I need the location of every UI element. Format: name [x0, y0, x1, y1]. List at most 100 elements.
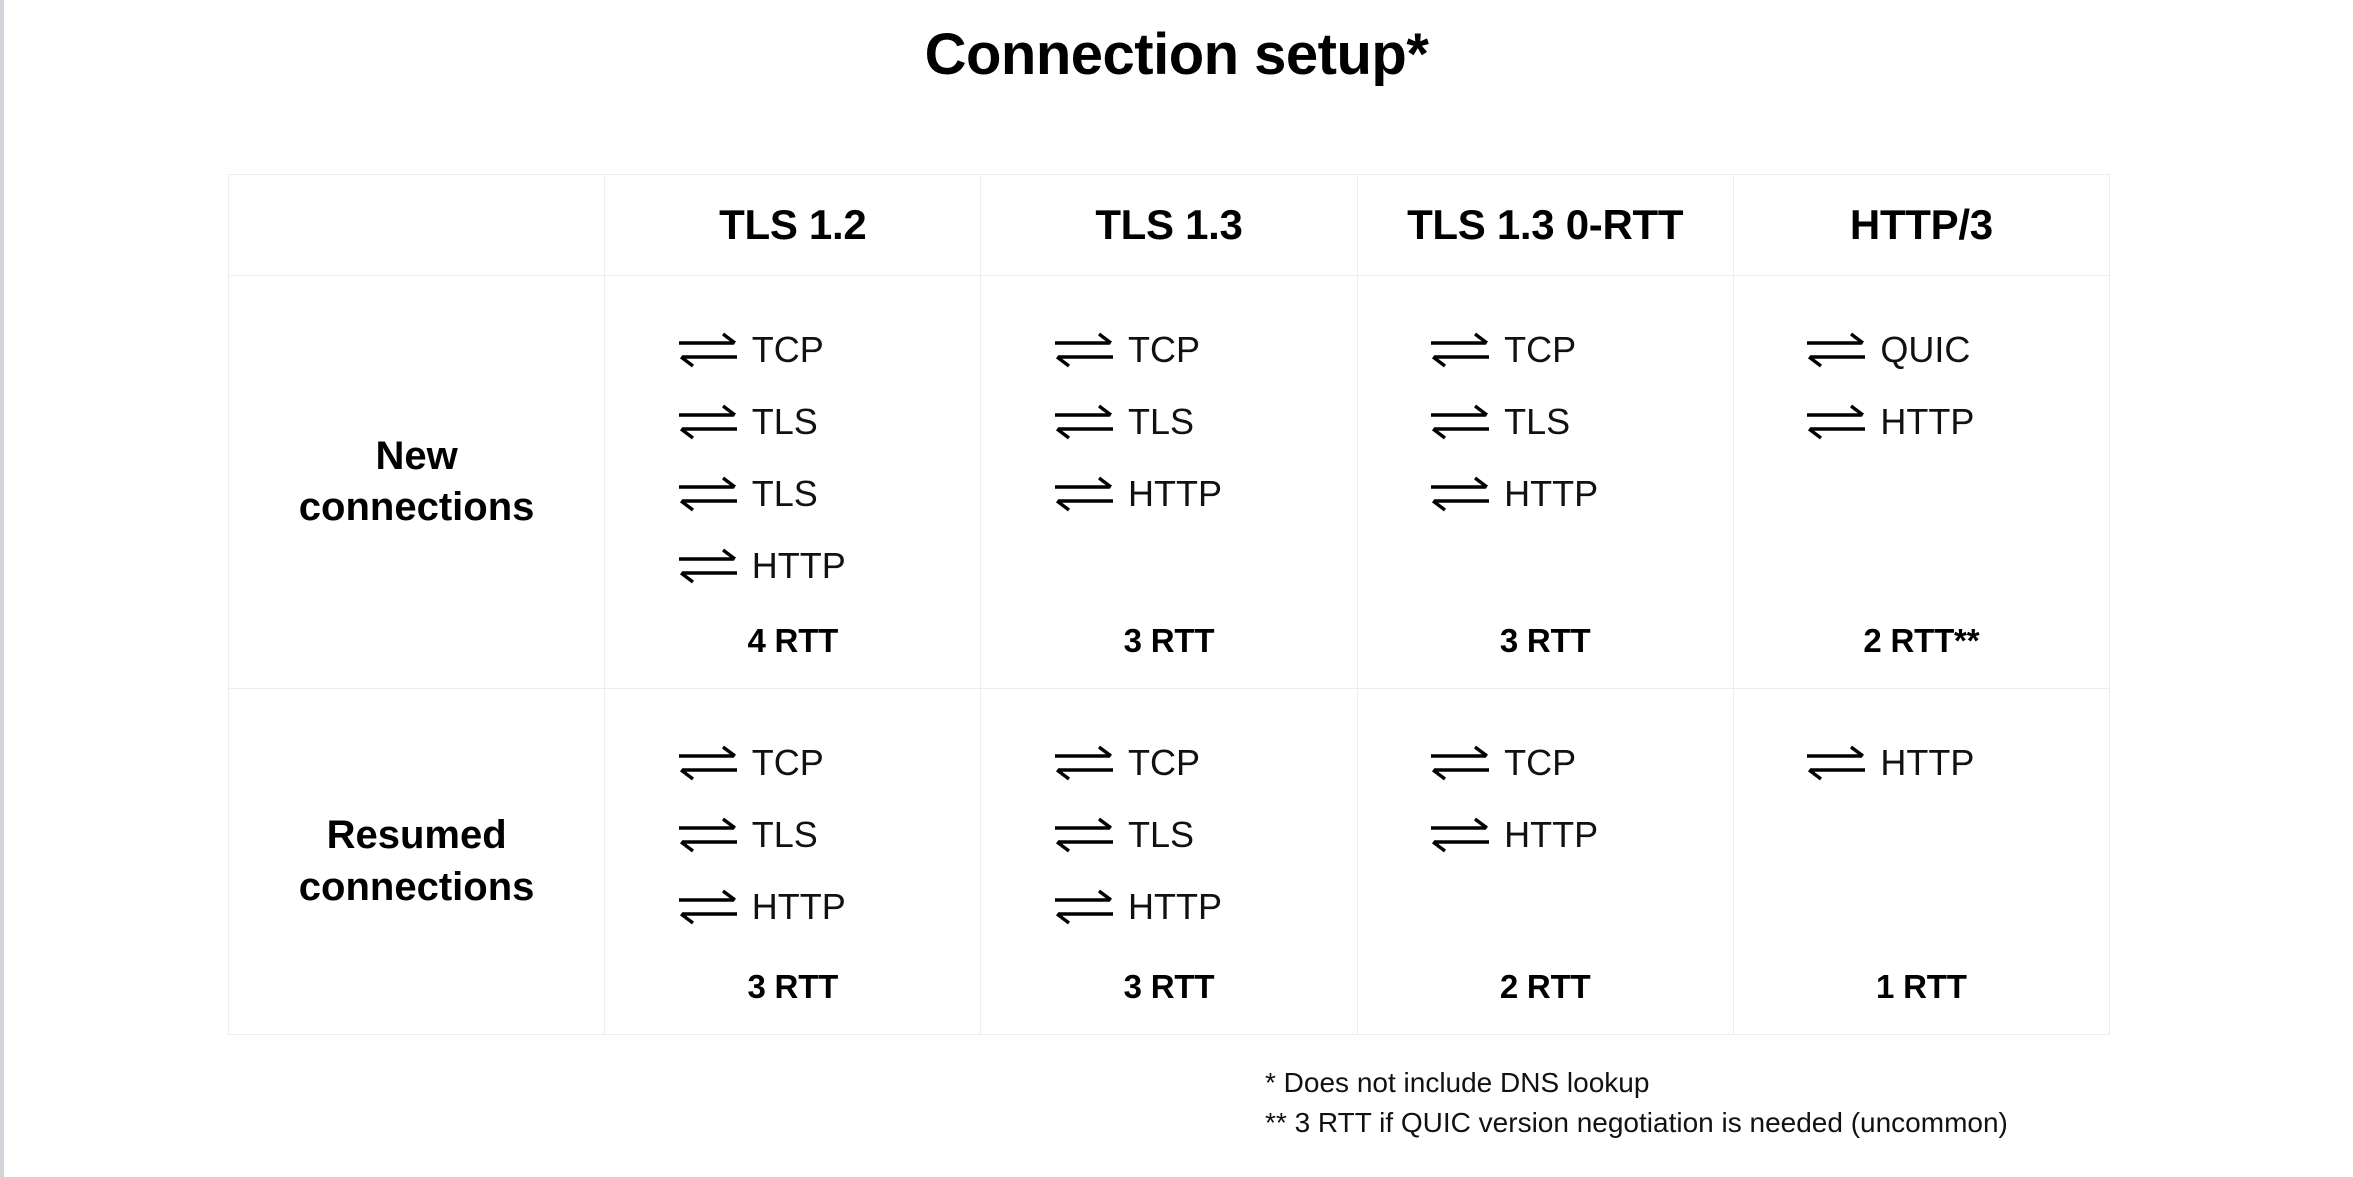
bidirectional-arrows-icon [678, 474, 738, 514]
connection-setup-table: TLS 1.2 TLS 1.3 TLS 1.3 0-RTT HTTP/3 New… [227, 174, 2111, 1035]
column-header-label: TLS 1.3 [1095, 201, 1243, 248]
bidirectional-arrows-icon [1430, 815, 1490, 855]
cell-resumed-http3: HTTP 1 RTT [1732, 688, 2111, 1035]
bidirectional-arrows-icon [1054, 402, 1114, 442]
protocol-step: TCP [1054, 314, 1284, 386]
protocol-step-label: HTTP [1127, 886, 1222, 927]
bidirectional-arrows-icon [1054, 743, 1114, 783]
protocol-step-label: QUIC [1880, 329, 1971, 370]
column-header-label: TLS 1.3 0-RTT [1407, 201, 1684, 248]
rtt-total: 1 RTT [1876, 968, 1967, 1005]
rtt-total: 3 RTT [1123, 622, 1215, 659]
bidirectional-arrows-icon [1054, 330, 1114, 370]
footnote-dns-lookup: * Does not include DNS lookup [1265, 1067, 1650, 1098]
bidirectional-arrows-icon [678, 402, 738, 442]
column-header-tls13-0rtt: TLS 1.3 0-RTT [1356, 174, 1734, 276]
protocol-step-label: TCP [751, 742, 824, 783]
cell-resumed-tls13: TCP TLS HTTP 3 RTT [980, 688, 1358, 1035]
row-header-label-line2: connections [298, 864, 535, 909]
protocol-step: HTTP [1430, 799, 1660, 871]
protocol-step: TLS [1430, 386, 1660, 458]
bidirectional-arrows-icon [678, 887, 738, 927]
protocol-step-label: TLS [751, 473, 818, 514]
protocol-step-list: TCP TLS HTTP [981, 689, 1356, 1034]
protocol-step-label: TLS [1127, 401, 1194, 442]
protocol-step: QUIC [1806, 314, 2036, 386]
bidirectional-arrows-icon [1054, 815, 1114, 855]
protocol-step-list: TCP TLS HTTP [605, 689, 980, 1034]
protocol-step: HTTP [678, 530, 908, 602]
cell-new-tls13: TCP TLS HTTP 3 RTT [980, 275, 1358, 689]
cell-new-http3: QUIC HTTP 2 RTT** [1732, 275, 2111, 689]
row-header-label-line2: connections [298, 485, 535, 529]
column-header-tls13: TLS 1.3 [980, 174, 1358, 276]
rtt-total: 3 RTT [1123, 968, 1215, 1005]
protocol-step: TCP [1430, 314, 1660, 386]
protocol-step: HTTP [1806, 727, 2036, 799]
column-header-label: HTTP/3 [1849, 201, 1993, 248]
footnote-quic-version-negotiation: ** 3 RTT if QUIC version negotiation is … [1265, 1106, 2008, 1138]
bidirectional-arrows-icon [1430, 330, 1490, 370]
protocol-step-list: TCP HTTP [1358, 689, 1733, 1034]
cell-new-tls13-0rtt: TCP TLS HTTP 3 RTT [1356, 275, 1734, 689]
protocol-step: HTTP [1054, 871, 1284, 943]
protocol-step-list: HTTP [1734, 689, 2109, 1034]
bidirectional-arrows-icon [1430, 474, 1490, 514]
protocol-step-label: HTTP [1127, 473, 1222, 514]
rtt-total: 3 RTT [1499, 622, 1591, 659]
protocol-step-label: HTTP [1880, 742, 1975, 783]
protocol-step: TLS [1054, 386, 1284, 458]
protocol-step: HTTP [1430, 458, 1660, 530]
footnotes: * Does not include DNS lookup ** 3 RTT i… [1265, 1063, 2008, 1143]
bidirectional-arrows-icon [678, 546, 738, 586]
protocol-step: HTTP [1054, 458, 1284, 530]
protocol-step: TLS [678, 458, 908, 530]
table-header-row: TLS 1.2 TLS 1.3 TLS 1.3 0-RTT HTTP/3 [227, 174, 2111, 276]
row-header-label: New connections [229, 431, 604, 533]
bidirectional-arrows-icon [678, 330, 738, 370]
left-edge-rule [0, 0, 4, 1177]
protocol-step-list: QUIC HTTP [1734, 276, 2109, 688]
row-header-label-line1: New [375, 433, 458, 478]
bidirectional-arrows-icon [1054, 887, 1114, 927]
protocol-step-label: TCP [751, 329, 824, 370]
protocol-step-list: TCP TLS HTTP [1358, 276, 1733, 688]
rtt-total: 2 RTT** [1863, 622, 1980, 659]
table-row-resumed-connections: Resumed connections TCP TLS HTTP 3 RTT TCP… [227, 688, 2111, 1035]
protocol-step-label: TLS [751, 814, 818, 855]
protocol-step-label: TCP [1127, 742, 1200, 783]
row-header-label-line1: Resumed [326, 813, 507, 858]
protocol-step: HTTP [1806, 386, 2036, 458]
table-corner-cell [227, 174, 606, 276]
protocol-step: TLS [1054, 799, 1284, 871]
protocol-step-label: TCP [1504, 329, 1577, 370]
protocol-step-label: HTTP [751, 545, 846, 586]
protocol-step-list: TCP TLS HTTP [981, 276, 1356, 688]
bidirectional-arrows-icon [1430, 743, 1490, 783]
row-header-label: Resumed connections [229, 810, 604, 912]
protocol-step: TLS [678, 386, 908, 458]
protocol-step: TLS [678, 799, 908, 871]
bidirectional-arrows-icon [1054, 474, 1114, 514]
bidirectional-arrows-icon [1430, 402, 1490, 442]
bidirectional-arrows-icon [678, 743, 738, 783]
protocol-step-label: TCP [1504, 742, 1577, 783]
protocol-step-label: TLS [1127, 814, 1194, 855]
column-header-tls12: TLS 1.2 [604, 174, 982, 276]
bidirectional-arrows-icon [1806, 743, 1866, 783]
column-header-http3: HTTP/3 [1732, 174, 2111, 276]
protocol-step-label: TLS [1504, 401, 1571, 442]
protocol-step-label: TLS [751, 401, 818, 442]
rtt-total: 3 RTT [747, 968, 839, 1005]
protocol-step-label: HTTP [751, 886, 846, 927]
protocol-step-label: HTTP [1504, 814, 1599, 855]
bidirectional-arrows-icon [678, 815, 738, 855]
bidirectional-arrows-icon [1806, 330, 1866, 370]
row-header-new-connections: New connections [227, 275, 606, 689]
protocol-step: TCP [1430, 727, 1660, 799]
protocol-step-list: TCP TLS TLS HTTP [605, 276, 980, 688]
